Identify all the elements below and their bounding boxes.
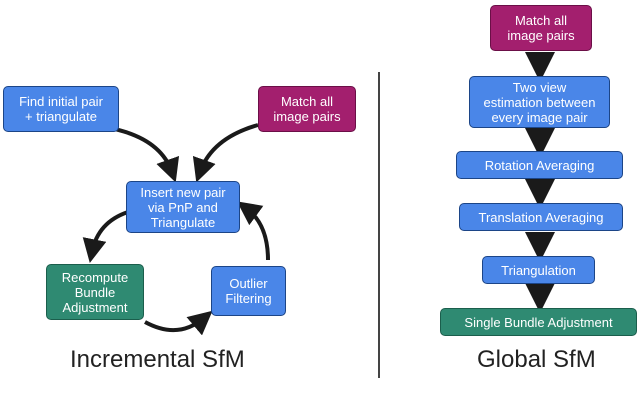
triangulation-box: Triangulation: [482, 256, 595, 284]
two-view-estimation-box: Two view estimation between every image …: [469, 76, 610, 128]
find-initial-pair-box: Find initial pair + triangulate: [3, 86, 119, 132]
rotation-averaging-box: Rotation Averaging: [456, 151, 623, 179]
translation-averaging-box: Translation Averaging: [459, 203, 623, 231]
incremental-sfm-caption: Incremental SfM: [70, 346, 245, 373]
single-bundle-adjustment-box: Single Bundle Adjustment: [440, 308, 637, 336]
arrow-match-to-insert: [192, 123, 259, 183]
arrow-find-to-insert: [109, 126, 180, 183]
match-all-pairs-box-global: Match all image pairs: [490, 5, 592, 51]
outlier-filtering-box: Outlier Filtering: [211, 266, 286, 316]
global-sfm-caption: Global SfM: [477, 346, 596, 373]
arrow-insert-to-recompute: [82, 210, 129, 263]
match-all-pairs-box-incremental: Match all image pairs: [258, 86, 356, 132]
insert-new-pair-box: Insert new pair via PnP and Triangulate: [126, 181, 240, 233]
arrow-recompute-to-outlier: [144, 310, 213, 336]
arrow-outlier-to-insert: [236, 201, 270, 261]
recompute-bundle-adjustment-box: Recompute Bundle Adjustment: [46, 264, 144, 320]
